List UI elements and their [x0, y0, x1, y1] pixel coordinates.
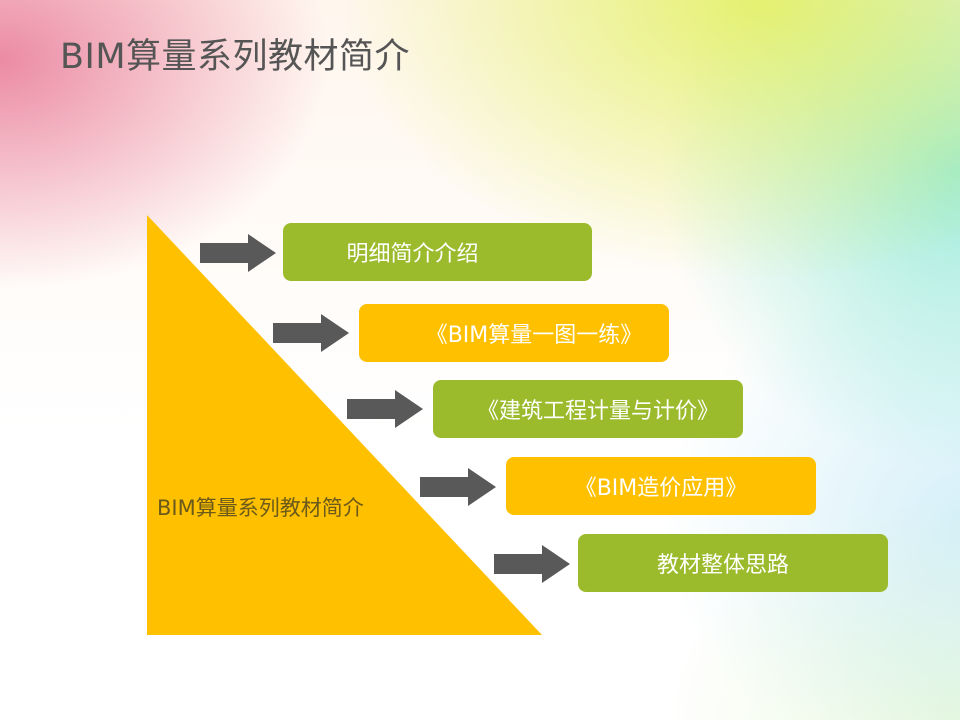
- item-label: 《BIM造价应用》: [574, 476, 748, 501]
- arrow-right-icon: [200, 234, 276, 272]
- item-label: 《BIM算量一图一练》: [425, 323, 643, 348]
- triangle-label: BIM算量系列教材简介: [157, 496, 364, 520]
- item-label: 《建筑工程计量与计价》: [476, 399, 719, 424]
- arrow-right-icon: [273, 314, 349, 352]
- item-label: 教材整体思路: [656, 553, 789, 578]
- item-box-overall-approach: 教材整体思路: [578, 534, 888, 592]
- item-box-bim-cost: 《BIM造价应用》: [506, 457, 816, 515]
- item-box-measurement-pricing: 《建筑工程计量与计价》: [433, 380, 743, 438]
- slide-title: BIM算量系列教材简介: [60, 37, 411, 77]
- arrow-right-icon: [347, 390, 423, 428]
- arrow-right-icon: [494, 545, 570, 583]
- item-box-bim-practice: 《BIM算量一图一练》: [359, 304, 669, 362]
- arrow-right-icon: [420, 468, 496, 506]
- item-label: 明细简介介绍: [346, 242, 479, 267]
- item-box-detail-intro: 明细简介介绍: [283, 223, 592, 281]
